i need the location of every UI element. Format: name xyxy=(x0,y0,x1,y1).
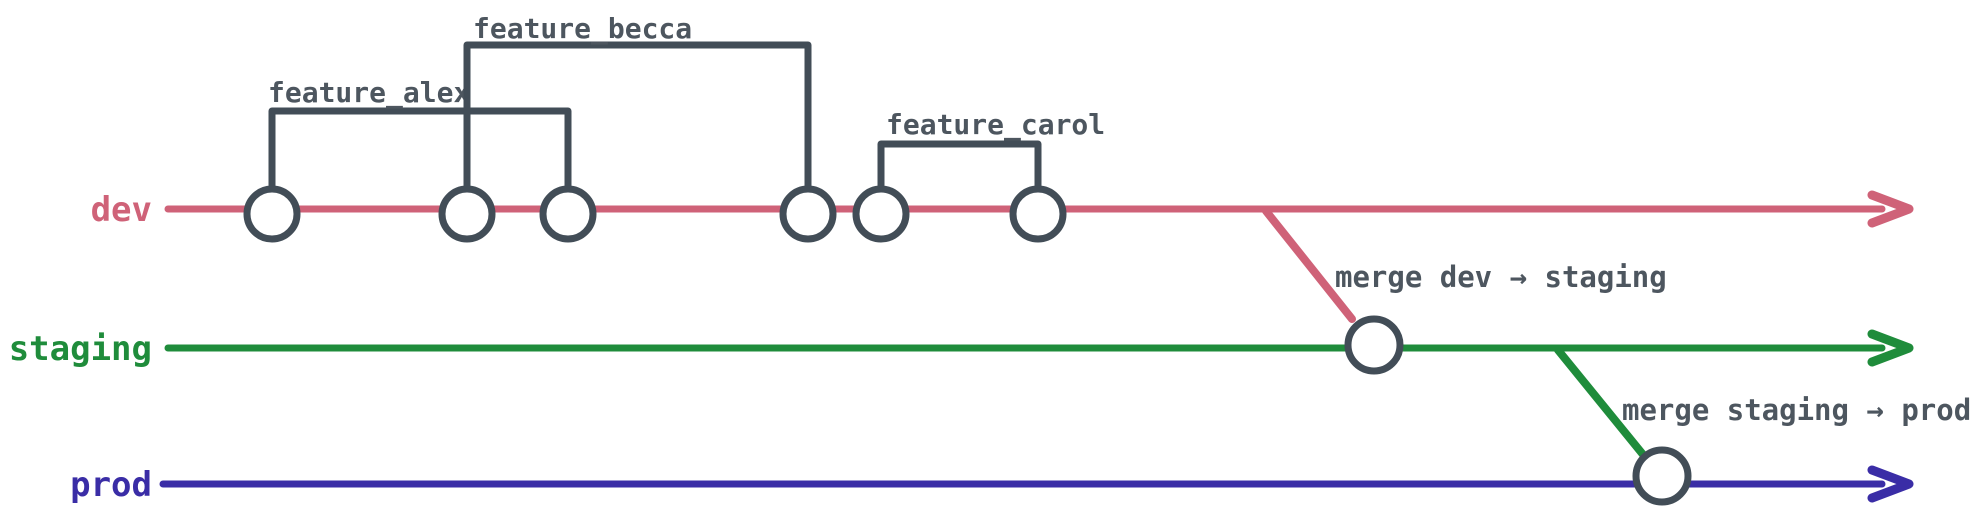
commit-node-dev-3 xyxy=(539,185,597,243)
feature-alex-label: feature_alex xyxy=(268,76,470,109)
branch-dev: dev xyxy=(91,190,1914,230)
feature-becca-bracket xyxy=(463,41,812,195)
feature-carol-label: feature_carol xyxy=(886,108,1105,141)
merge-staging-to-prod-label: merge staging → prod xyxy=(1622,393,1971,427)
merge-diagonal-dev-to-staging xyxy=(1262,207,1356,323)
feature-carol-bracket xyxy=(877,140,1042,195)
commit-node-dev-5 xyxy=(852,185,910,243)
staging-arrowhead-icon xyxy=(1867,329,1914,367)
branch-prod: prod xyxy=(70,465,1914,505)
merge-dev-to-staging-label: merge dev → staging xyxy=(1335,260,1667,294)
feature-alex-bracket xyxy=(268,107,572,195)
dev-arrowhead-icon xyxy=(1867,190,1914,228)
prod-arrowhead-icon xyxy=(1867,465,1914,503)
branch-staging: staging xyxy=(9,329,1914,369)
merge-commit-node-prod xyxy=(1632,446,1692,506)
feature-branch-becca: feature_becca xyxy=(463,12,812,195)
feature-branch-carol: feature_carol xyxy=(877,108,1105,195)
commit-node-dev-6 xyxy=(1009,185,1067,243)
commit-node-dev-1 xyxy=(243,185,301,243)
commit-node-dev-2 xyxy=(438,185,496,243)
merge-diagonal-staging-to-prod xyxy=(1554,346,1649,461)
feature-branch-alex: feature_alex xyxy=(268,76,572,195)
staging-branch-label: staging xyxy=(9,329,152,369)
dev-branch-label: dev xyxy=(91,190,152,230)
prod-branch-label: prod xyxy=(70,465,152,505)
feature-becca-label: feature_becca xyxy=(473,12,692,45)
dev-commits xyxy=(243,185,1067,243)
merge-commit-node-staging xyxy=(1344,315,1404,375)
commit-node-dev-4 xyxy=(779,185,837,243)
